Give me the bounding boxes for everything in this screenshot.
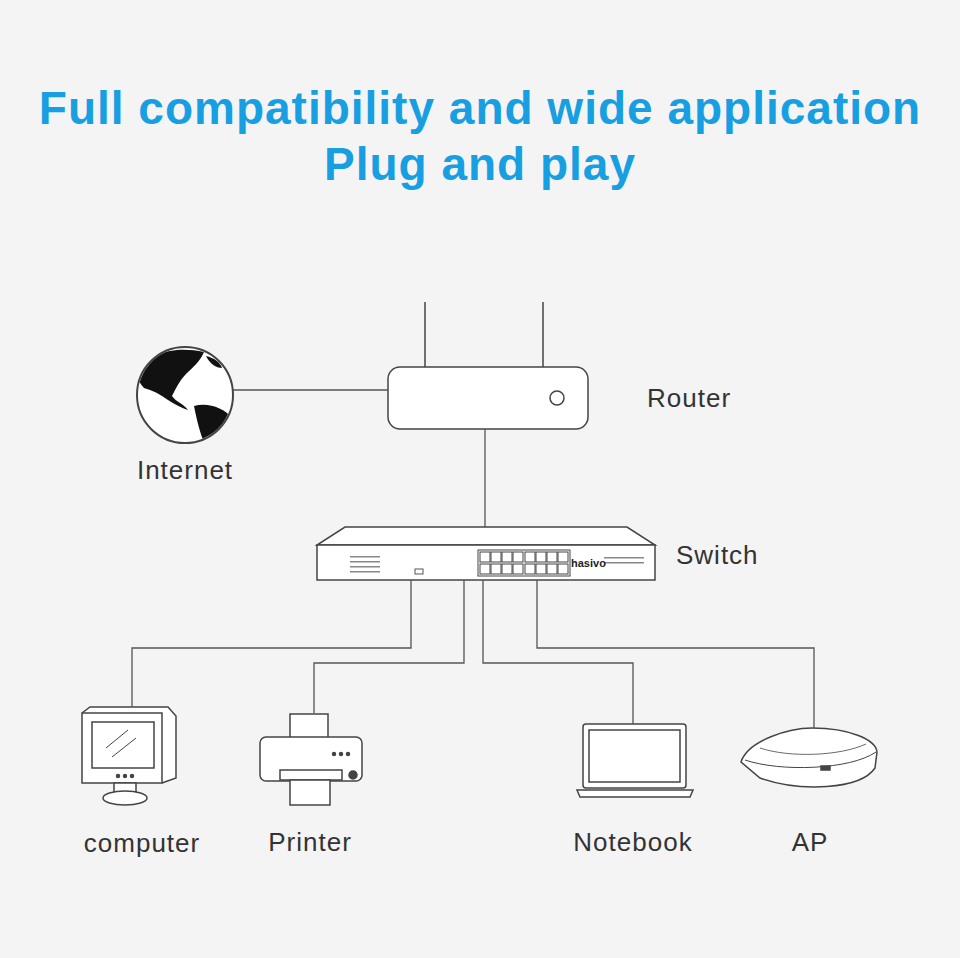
network-cable [132,580,411,707]
port [480,552,490,562]
network-cable [483,580,633,724]
ap-rim [760,744,866,754]
printer-icon [260,714,362,805]
switch-icon [317,527,655,580]
port-block [478,550,570,576]
monitor-button [131,775,134,778]
monitor-button [117,775,120,778]
power-icon [415,569,423,574]
ap-node: AP [740,728,878,790]
port [480,564,490,574]
node-label: Notebook [573,827,692,857]
printer-button [340,753,343,756]
node-label: Router [647,383,731,413]
printer-node: Printer [258,713,364,807]
paper-in [290,714,328,738]
printer-button [347,753,350,756]
port [558,564,568,574]
printer-knob [349,771,357,779]
port [513,552,523,562]
port [502,552,512,562]
port [525,564,535,574]
computer-icon [82,707,176,805]
node-label: Internet [137,455,233,485]
globe-outline [137,347,233,443]
globe-icon [137,347,233,450]
router-node: Router [388,367,588,429]
globe-continents [138,350,232,450]
switch-top [317,527,655,545]
monitor-button [124,775,127,778]
port [536,564,546,574]
title: Full compatibility and wide application … [20,80,940,192]
island [206,356,222,368]
router-button [550,391,564,405]
switch-front [317,545,655,580]
monitor-base [103,791,147,805]
led-row [350,556,380,558]
paper-out [290,780,330,805]
computer-node: computer [80,707,178,806]
printer-button [333,753,336,756]
router-body [388,367,588,429]
monitor-back [82,707,176,783]
switch-node: Switch [317,527,655,580]
model-text-mark [604,557,644,559]
node-label: AP [792,827,829,857]
node-label: computer [84,828,200,858]
monitor-screen [92,722,154,768]
paper-tray [280,770,342,780]
network-cable [314,580,464,713]
notebook-node: Notebook [577,724,693,797]
port [547,564,557,574]
led-panel [350,556,380,573]
port [491,552,501,562]
port [547,552,557,562]
south-america [194,405,232,450]
led-row [350,566,380,568]
node-label: Printer [268,827,352,857]
port [513,564,523,574]
printer-body [260,737,362,781]
port-frame [478,550,570,576]
notebook-base [577,790,693,797]
ap-led [821,766,830,770]
screen-glare [112,738,136,757]
north-america [138,350,204,410]
internet-node: Internet [137,347,233,443]
network-cable [484,429,485,527]
led-row [350,561,380,563]
notebook-lid [583,724,686,788]
port [558,552,568,562]
ap-body [741,728,877,787]
port [525,552,535,562]
monitor-front [82,713,162,783]
model-text-mark [604,562,644,564]
brand-label: hasivo [571,557,606,569]
notebook-screen [589,730,680,782]
antenna [424,302,426,367]
antenna [542,302,544,367]
notebook-icon [577,724,693,797]
port [502,564,512,574]
router-icon [388,302,588,429]
node-label: Switch [676,540,759,570]
led-row [350,571,380,573]
network-cable [233,389,388,390]
network-cable [537,580,814,728]
screen-glare [106,730,128,748]
port [536,552,546,562]
ap-icon [741,728,877,787]
port [491,564,501,574]
